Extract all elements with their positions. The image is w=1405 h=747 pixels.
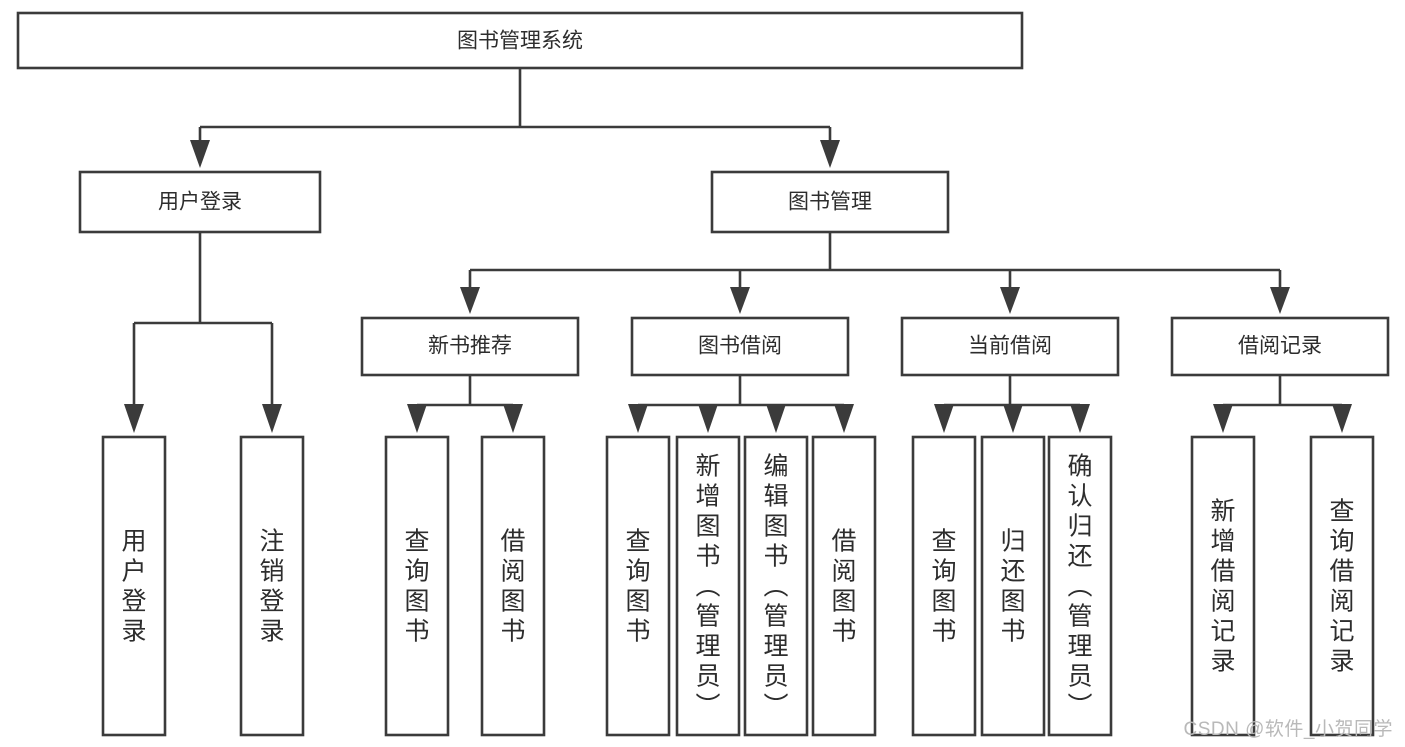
leaf-node-label: 查询借阅记录 xyxy=(1329,497,1354,675)
node-new-book-recommend[interactable]: 新书推荐 xyxy=(360,316,580,377)
leaf-node-label: 借阅图书 xyxy=(831,527,856,645)
leaf-node[interactable]: 确认归还︵管理员︶ xyxy=(1047,435,1113,737)
node-book-management-box xyxy=(710,170,950,234)
node-user-login-label: 用户登录 xyxy=(158,191,242,214)
leaf-node[interactable]: 借阅图书 xyxy=(480,435,546,737)
arrow-head-borrow-record xyxy=(1270,287,1290,314)
leaf-node-box xyxy=(811,435,877,737)
arrow-head-leaf-11 xyxy=(1070,404,1090,433)
connector-layer xyxy=(124,68,1352,433)
leaf-node[interactable]: 查询图书 xyxy=(384,435,450,737)
arrow-head-book-manage xyxy=(820,140,840,168)
leaf-node-label: 查询图书 xyxy=(625,527,650,645)
leaf-node-label: 归还图书 xyxy=(1000,527,1025,645)
leaf-node-label: 查询图书 xyxy=(931,527,956,645)
leaf-node-label: 编辑图书︵管理员︶ xyxy=(763,452,788,720)
node-borrow-record-box xyxy=(1170,316,1390,377)
node-current-borrow-label: 当前借阅 xyxy=(968,335,1052,358)
leaf-node-box xyxy=(239,435,305,737)
leaf-node-label: 新增借阅记录 xyxy=(1210,497,1235,675)
arrow-head-leaf-5 xyxy=(628,404,648,433)
arrow-head-leaf-6 xyxy=(698,404,718,433)
node-book-management-label: 图书管理 xyxy=(788,191,872,214)
leaf-node-label: 确认归还︵管理员︶ xyxy=(1067,452,1092,720)
arrow-head-leaf-7 xyxy=(766,404,786,433)
arrow-head-leaf-3 xyxy=(407,404,427,433)
leaf-node-layer: 用户登录 注销登录 查询图书 借阅图书 查询图书 新增图书︵管理员︶ 编辑图书︵管理员︶ 借阅… xyxy=(101,435,1375,737)
arrow-head-new-book-rec xyxy=(460,287,480,314)
arrow-head-leaf-13 xyxy=(1332,404,1352,433)
arrow-head-book-borrow xyxy=(730,287,750,314)
node-current-borrow-box xyxy=(900,316,1120,377)
node-root-label: 图书管理系统 xyxy=(457,30,583,53)
arrow-head-leaf-1 xyxy=(124,404,144,433)
leaf-node-box xyxy=(605,435,671,737)
leaf-node[interactable]: 查询借阅记录 xyxy=(1309,435,1375,737)
arrow-head-leaf-9 xyxy=(934,404,954,433)
leaf-node[interactable]: 查询图书 xyxy=(605,435,671,737)
node-book-management[interactable]: 图书管理 xyxy=(710,170,950,234)
leaf-node-box xyxy=(1190,435,1256,737)
node-borrow-record-label: 借阅记录 xyxy=(1238,335,1322,358)
leaf-node[interactable]: 新增图书︵管理员︶ xyxy=(675,435,741,737)
node-user-login[interactable]: 用户登录 xyxy=(78,170,322,234)
leaf-node[interactable]: 查询图书 xyxy=(911,435,977,737)
arrow-head-leaf-8 xyxy=(834,404,854,433)
leaf-node-label: 用户登录 xyxy=(121,527,146,645)
arrow-head-current-borrow xyxy=(1000,287,1020,314)
node-new-book-recommend-box xyxy=(360,316,580,377)
leaf-node-box xyxy=(480,435,546,737)
leaf-node-box xyxy=(980,435,1046,737)
leaf-node[interactable]: 编辑图书︵管理员︶ xyxy=(743,435,809,737)
leaf-node-box xyxy=(384,435,450,737)
arrow-head-leaf-4 xyxy=(503,404,523,433)
leaf-node-box xyxy=(911,435,977,737)
node-root-box xyxy=(16,11,1024,70)
node-book-borrow-label: 图书借阅 xyxy=(698,335,782,358)
leaf-node[interactable]: 借阅图书 xyxy=(811,435,877,737)
arrow-head-leaf-10 xyxy=(1003,404,1023,433)
node-book-borrow[interactable]: 图书借阅 xyxy=(630,316,850,377)
leaf-node-box xyxy=(101,435,167,737)
arrow-head-leaf-12 xyxy=(1213,404,1233,433)
node-book-borrow-box xyxy=(630,316,850,377)
leaf-node-box xyxy=(1309,435,1375,737)
leaf-node-box xyxy=(1047,435,1113,737)
node-root[interactable]: 图书管理系统 xyxy=(16,11,1024,70)
arrow-head-leaf-2 xyxy=(262,404,282,433)
leaf-node[interactable]: 归还图书 xyxy=(980,435,1046,737)
node-new-book-recommend-label: 新书推荐 xyxy=(428,335,512,358)
leaf-node-label: 查询图书 xyxy=(404,527,429,645)
node-current-borrow[interactable]: 当前借阅 xyxy=(900,316,1120,377)
leaf-node[interactable]: 新增借阅记录 xyxy=(1190,435,1256,737)
leaf-node-label: 注销登录 xyxy=(259,527,284,645)
leaf-node-label: 借阅图书 xyxy=(500,527,525,645)
leaf-node-box xyxy=(743,435,809,737)
node-user-login-box xyxy=(78,170,322,234)
arrow-head-user-login xyxy=(190,140,210,168)
leaf-node-label: 新增图书︵管理员︶ xyxy=(695,452,720,720)
node-borrow-record[interactable]: 借阅记录 xyxy=(1170,316,1390,377)
leaf-node[interactable]: 注销登录 xyxy=(239,435,305,737)
leaf-node-box xyxy=(675,435,741,737)
leaf-node[interactable]: 用户登录 xyxy=(101,435,167,737)
